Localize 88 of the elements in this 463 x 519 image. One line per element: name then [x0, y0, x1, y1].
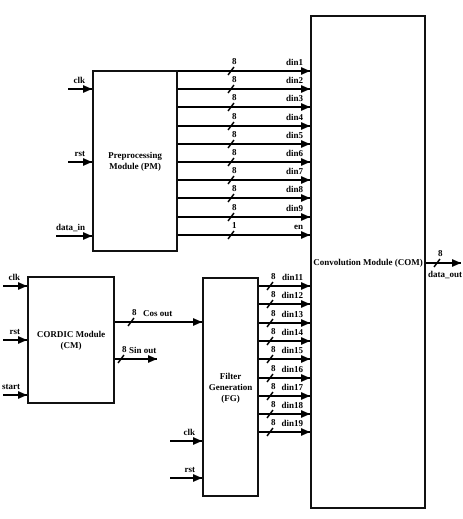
- signal-arrow: [178, 85, 310, 93]
- signal-arrow: [170, 437, 202, 445]
- module-name: Convolution Module (COM): [313, 256, 423, 268]
- signal-arrow: [3, 336, 27, 344]
- signal-arrow: [178, 103, 310, 111]
- signal-label: din2: [286, 75, 303, 85]
- signal-arrow: [115, 355, 157, 363]
- signal-label: Sin out: [129, 345, 156, 355]
- signal-arrow: [259, 355, 310, 363]
- signal-arrow: [56, 232, 92, 240]
- signal-arrow: [178, 158, 310, 166]
- signal-label: din11: [282, 272, 303, 282]
- signal-label: rst: [184, 464, 195, 474]
- signal-arrow: [178, 231, 310, 239]
- bus-width-label: 8: [132, 307, 136, 317]
- bus-width-label: 8: [271, 271, 276, 281]
- signal-label: data_out: [428, 269, 462, 279]
- signal-label: data_in: [56, 222, 85, 232]
- signal-arrow: [68, 85, 92, 93]
- signal-arrow: [3, 391, 27, 399]
- bus-width-label: 8: [122, 344, 126, 354]
- module-name: Filter Generation (FG): [208, 370, 253, 404]
- signal-arrow: [259, 428, 310, 436]
- signal-arrow: [426, 259, 461, 267]
- signal-label: din4: [286, 112, 303, 122]
- signal-label: din19: [281, 418, 303, 428]
- signal-arrow: [259, 337, 310, 345]
- signal-label: clk: [8, 272, 20, 282]
- signal-label: din17: [281, 382, 303, 392]
- bus-width-label: 8: [232, 183, 236, 193]
- signal-arrow: [259, 319, 310, 327]
- signal-arrow: [259, 392, 310, 400]
- module-name: CORDIC Module (CM): [36, 329, 106, 351]
- signal-label: din15: [281, 345, 303, 355]
- bus-width-label: 8: [271, 289, 276, 299]
- signal-arrow: [3, 282, 27, 290]
- signal-label: clk: [183, 427, 195, 437]
- bus-width-label: 8: [271, 326, 276, 336]
- bus-width-label: 8: [232, 165, 236, 175]
- bus-width-label: 8: [271, 381, 276, 391]
- signal-arrow: [170, 474, 202, 482]
- bus-width-label: 8: [271, 308, 276, 318]
- signal-label: din7: [286, 166, 303, 176]
- signal-label: din5: [286, 130, 303, 140]
- signal-label: din9: [286, 203, 303, 213]
- module-block: [310, 15, 426, 509]
- module-block: [92, 70, 178, 252]
- bus-width-label: 8: [232, 129, 236, 139]
- bus-width-label: 1: [232, 220, 236, 230]
- bus-width-label: 8: [271, 417, 276, 427]
- bus-width-label: 8: [232, 92, 236, 102]
- signal-label: din1: [286, 57, 303, 67]
- signal-arrow: [178, 67, 310, 75]
- signal-label: start: [2, 381, 20, 391]
- signal-arrow: [259, 282, 310, 290]
- signal-arrow: [68, 158, 92, 166]
- signal-label: din8: [286, 184, 303, 194]
- signal-label: Cos out: [143, 308, 172, 318]
- signal-label: din13: [281, 309, 303, 319]
- signal-label: din3: [286, 93, 303, 103]
- signal-arrow: [259, 300, 310, 308]
- module-name: Preprocessing Module (PM): [107, 150, 163, 172]
- bus-width-label: 8: [271, 399, 276, 409]
- signal-label: rst: [10, 326, 20, 336]
- signal-label: din16: [281, 364, 303, 374]
- signal-label: rst: [74, 148, 85, 158]
- bus-width-label: 8: [232, 111, 236, 121]
- signal-arrow: [178, 176, 310, 184]
- bus-width-label: 8: [271, 344, 276, 354]
- bus-width-label: 8: [232, 74, 236, 84]
- signal-label: din14: [281, 327, 303, 337]
- signal-arrow: [178, 213, 310, 221]
- signal-label: clk: [73, 75, 85, 85]
- signal-arrow: [178, 140, 310, 148]
- bus-width-label: 8: [232, 202, 236, 212]
- bus-width-label: 8: [438, 248, 442, 258]
- module-block: [27, 276, 115, 404]
- signal-label: din18: [281, 400, 303, 410]
- module-block: [202, 277, 259, 497]
- signal-arrow: [178, 122, 310, 130]
- bus-width-label: 8: [232, 147, 236, 157]
- signal-arrow: [178, 194, 310, 202]
- signal-arrow: [115, 318, 202, 326]
- signal-label: din6: [286, 148, 303, 158]
- bus-width-label: 8: [232, 56, 236, 66]
- signal-label: din12: [281, 290, 303, 300]
- signal-arrow: [259, 374, 310, 382]
- bus-width-label: 8: [271, 363, 276, 373]
